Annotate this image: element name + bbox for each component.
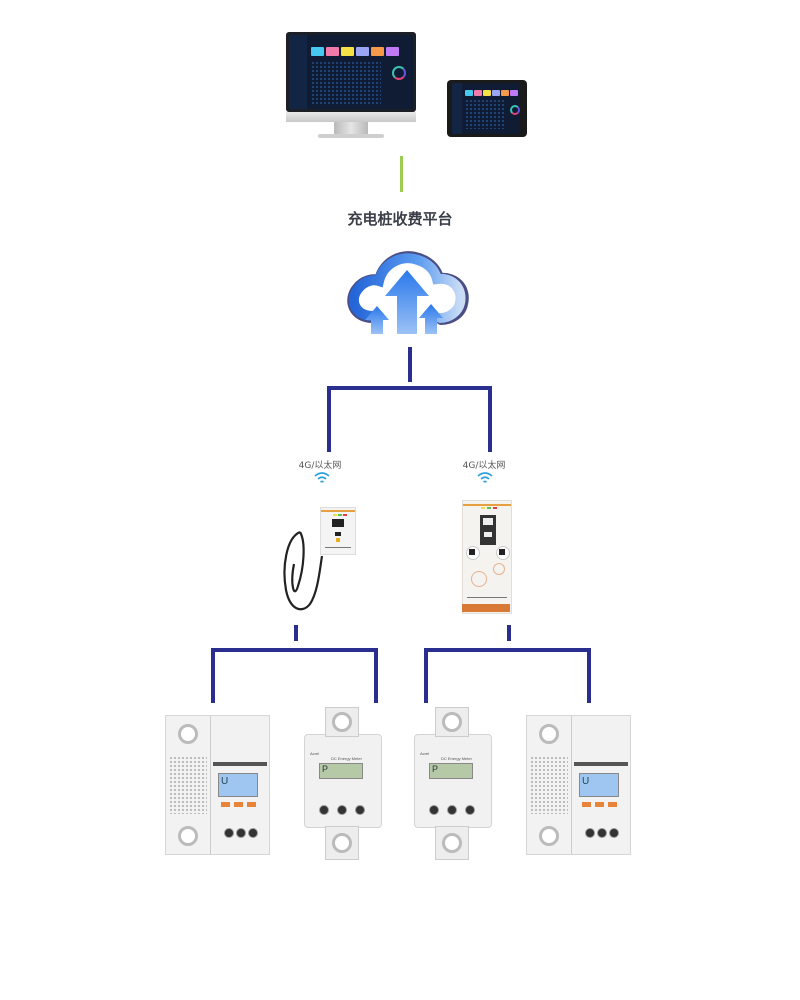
meter-title: DC Energy Meter <box>441 756 472 761</box>
meter-title: DC Energy Meter <box>331 756 362 761</box>
charging-cable <box>283 530 324 611</box>
meter-top-clamp <box>325 707 359 737</box>
wifi-icon <box>477 472 493 483</box>
connector-line <box>294 625 298 641</box>
connector-line <box>327 386 492 390</box>
pile-base <box>462 604 510 612</box>
platform-title: 充电桩收费平台 <box>347 210 453 228</box>
meter-brand: Acrel <box>310 751 320 756</box>
dc-energy-meter-icon: Acrel DC Energy Meter P <box>304 734 382 828</box>
monitor-stand <box>334 122 368 134</box>
connector-line <box>374 648 378 703</box>
meter-brand: Acrel <box>420 751 430 756</box>
connector-line <box>408 347 412 382</box>
dc-energy-meter-icon: Acrel DC Energy Meter P <box>414 734 492 828</box>
din-rail-energy-meter-icon: U <box>165 715 270 855</box>
connector-line <box>488 386 492 452</box>
meter-display-value: U <box>582 776 590 787</box>
din-rail-energy-meter-icon: U <box>526 715 631 855</box>
connector-line <box>507 625 511 641</box>
meter-top-clamp <box>435 707 469 737</box>
connector-line <box>327 386 331 452</box>
dc-charging-pile-icon <box>462 500 512 614</box>
network-label-right: 4G/以太网 <box>462 461 506 471</box>
meter-bottom-clamp <box>435 826 469 860</box>
meter-display-value: P <box>432 764 439 774</box>
connector-line <box>211 648 378 652</box>
meter-display-value: P <box>322 764 329 774</box>
network-label-left: 4G/以太网 <box>298 461 342 471</box>
monitor-base <box>318 134 384 138</box>
connector-line <box>424 648 428 703</box>
wall-charger-icon <box>320 507 356 555</box>
link-line <box>400 156 403 192</box>
meter-bottom-clamp <box>325 826 359 860</box>
desktop-monitor-icon <box>286 32 416 112</box>
cloud-upload-icon <box>347 251 469 334</box>
wifi-icon <box>314 472 330 483</box>
connector-line <box>211 648 215 703</box>
meter-display-value: U <box>221 776 229 787</box>
connector-line <box>424 648 591 652</box>
monitor-chin <box>286 112 416 122</box>
tablet-icon <box>447 80 527 137</box>
connector-line <box>587 648 591 703</box>
